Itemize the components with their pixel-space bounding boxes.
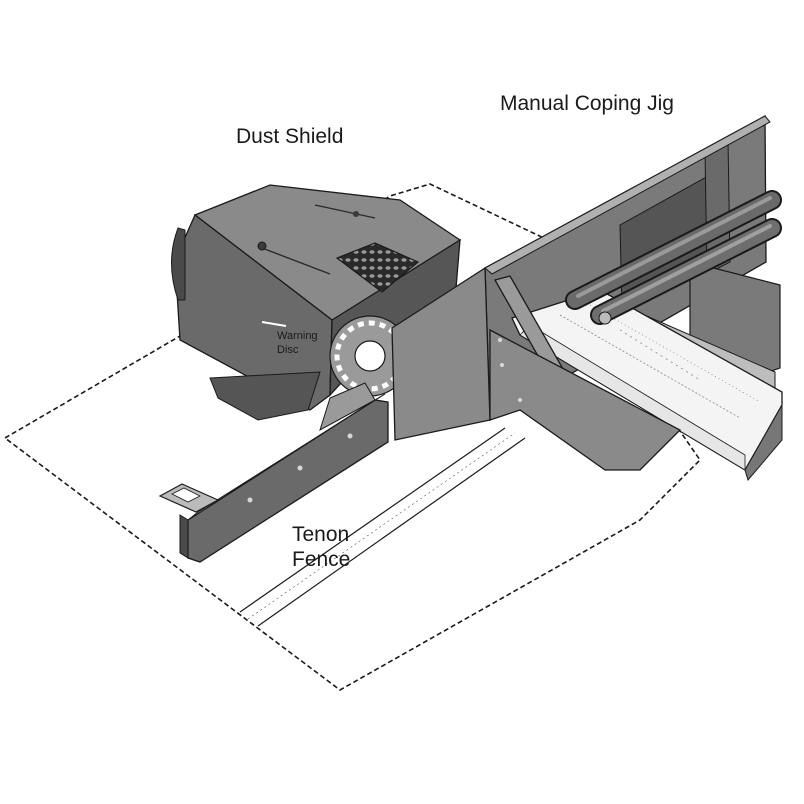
- warning-disc-label: Warning Disc: [277, 330, 318, 358]
- manual-coping-jig: [391, 114, 783, 482]
- dust-shield-label: Dust Shield: [236, 125, 344, 148]
- warning-disc-label-line1: Warning: [277, 330, 318, 342]
- dust-shield: [171, 184, 462, 421]
- tenon-fence-label: Tenon Fence: [292, 522, 350, 572]
- tenon-fence-label-line1: Tenon: [292, 523, 350, 546]
- warning-disc-label-line2: Disc: [277, 343, 299, 356]
- manual-coping-jig-label: Manual Coping Jig: [500, 92, 674, 115]
- tenon-fence: [158, 382, 389, 563]
- warning-disc: [329, 315, 411, 397]
- tenon-fence-label-line2: Fence: [292, 548, 351, 572]
